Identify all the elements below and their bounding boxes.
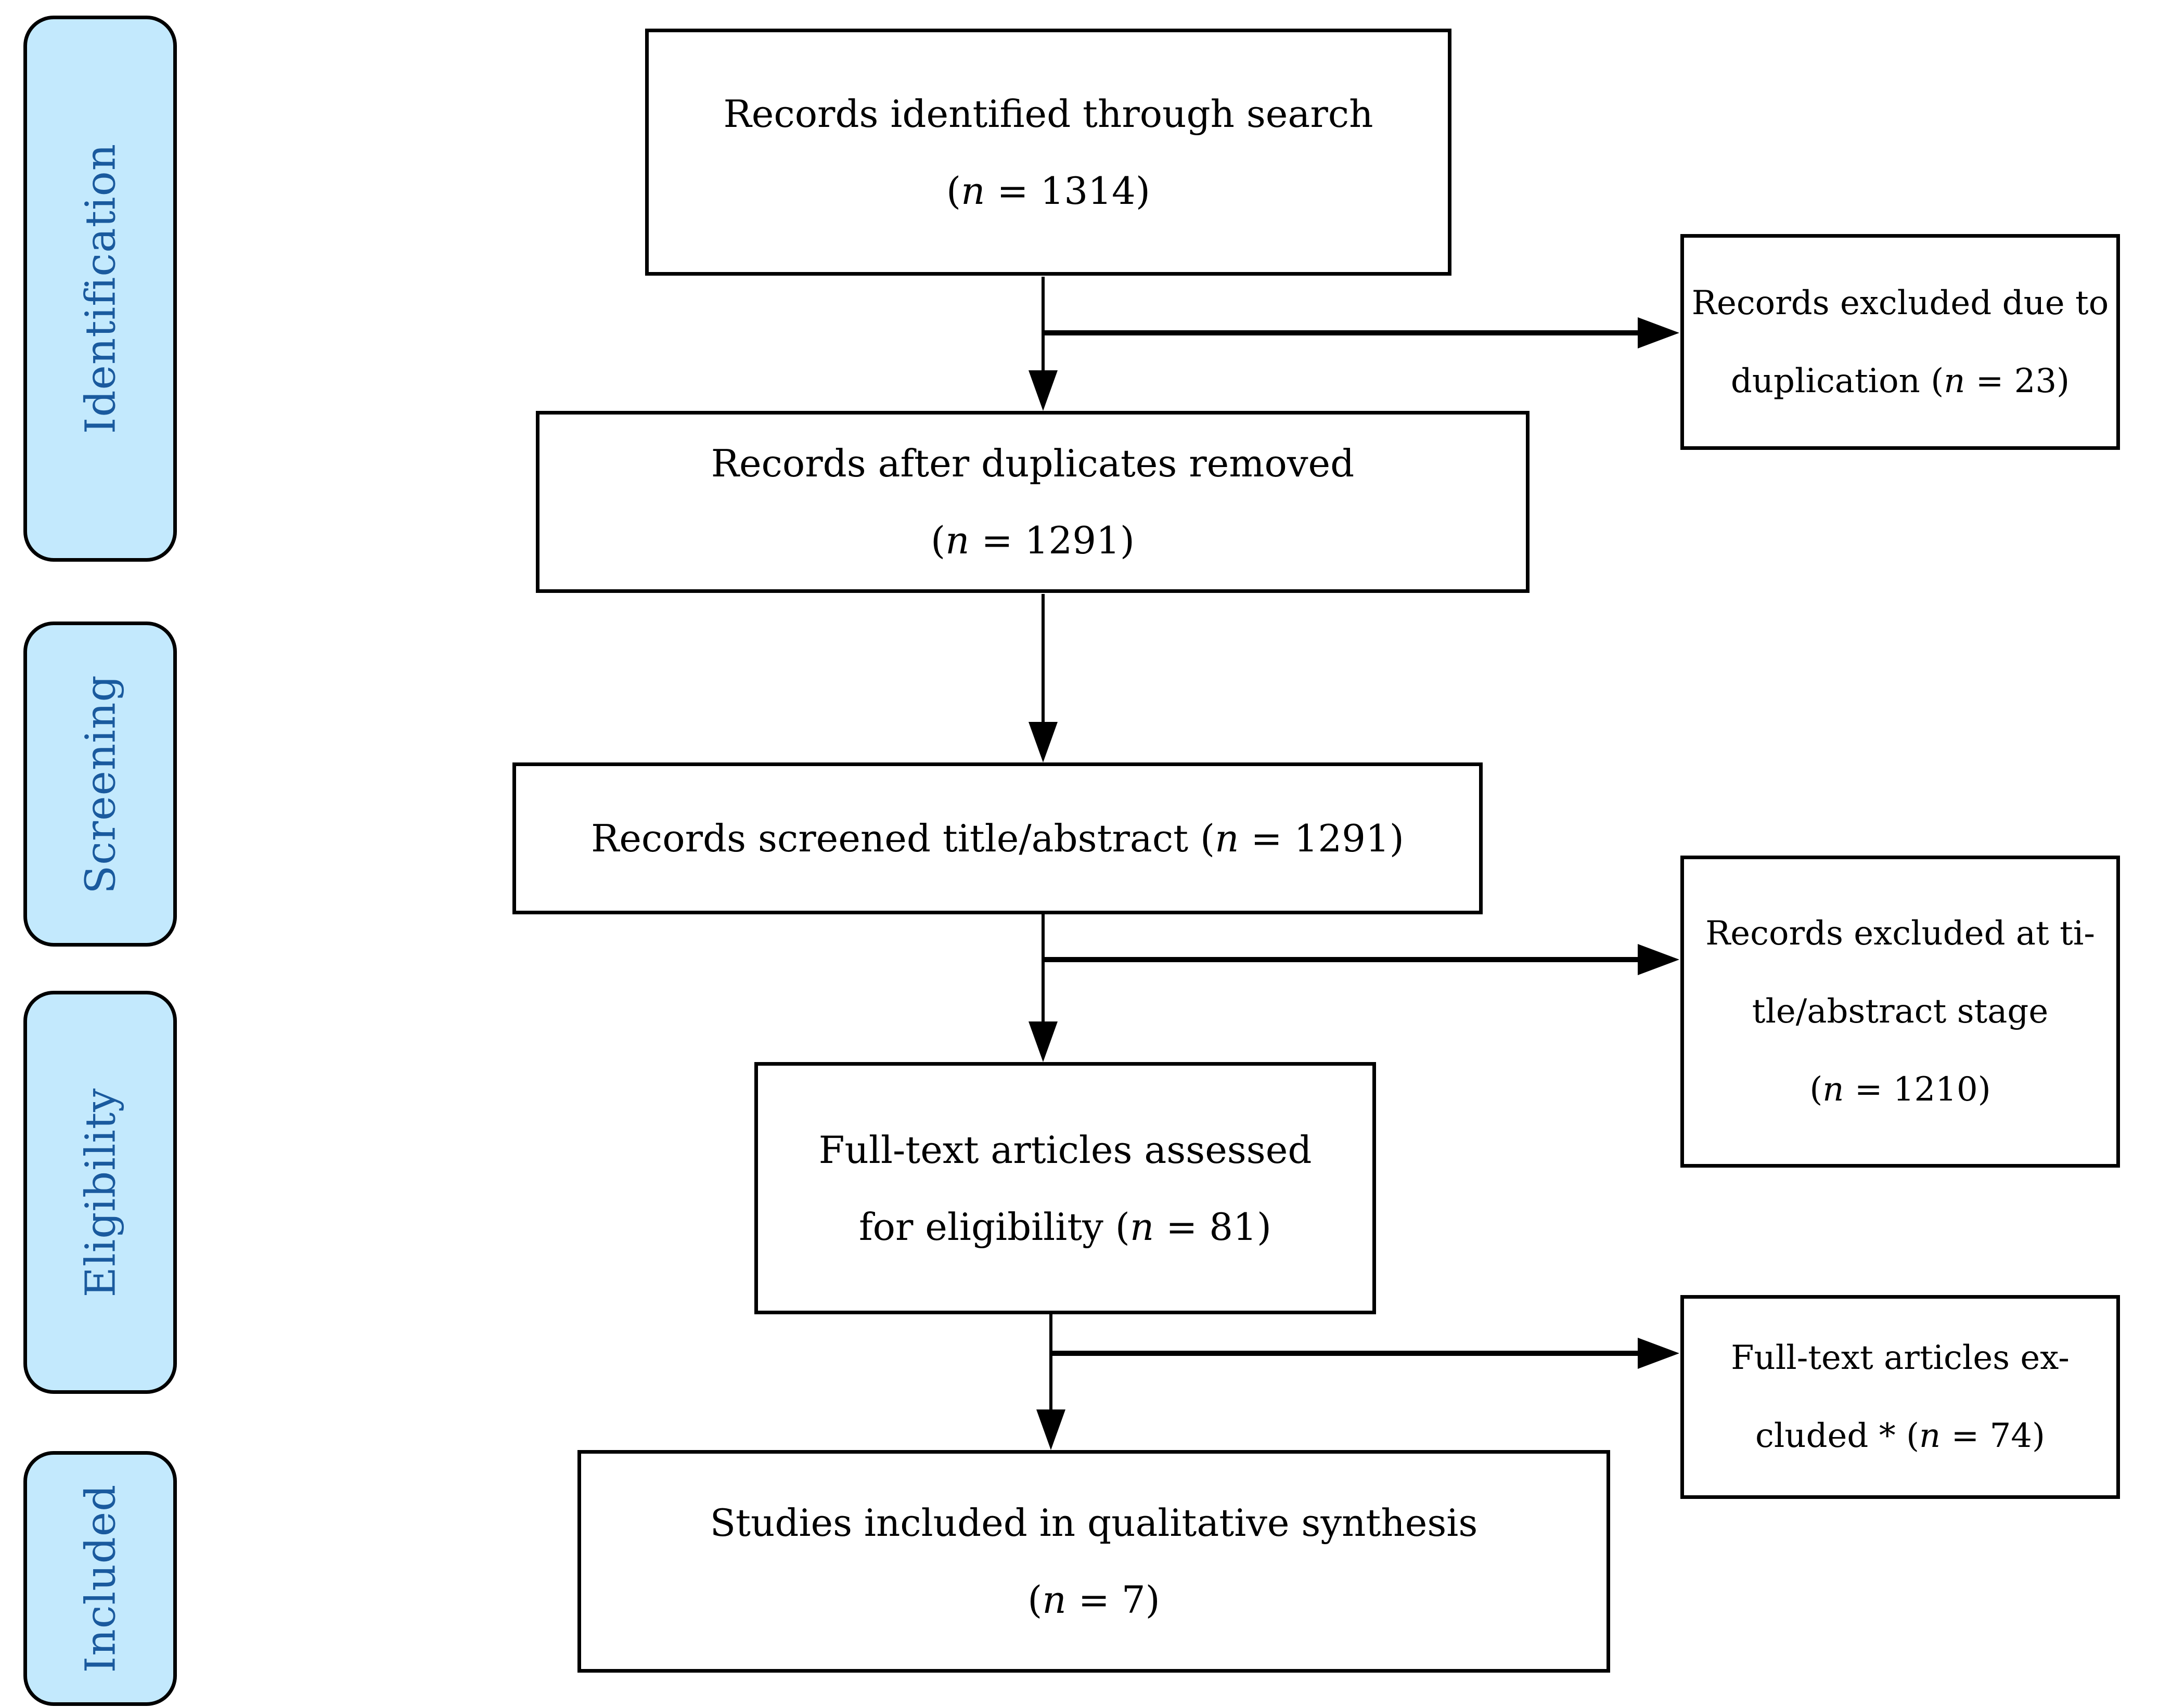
stage-eligibility: Eligibility: [23, 991, 177, 1394]
arrow-fulltext-to-included: [1036, 1314, 1065, 1450]
stage-eligibility-label: Eligibility: [76, 1088, 124, 1297]
box-records-after-duplicates: Records after duplicates removed(n = 129…: [536, 411, 1530, 593]
box-excluded-title-abstract: Records excluded at ti-tle/abstract stag…: [1680, 856, 2120, 1168]
arrow-deduplicated-to-screened: [1029, 594, 1058, 762]
box-excluded-fulltext: Full-text articles ex-cluded * (n = 74): [1680, 1295, 2120, 1499]
arrow-identified-to-deduplicated: [1029, 277, 1058, 411]
arrow-branch-excluded-duplication: [1045, 317, 1679, 348]
stage-screening-label: Screening: [76, 674, 124, 894]
arrow-branch-excluded-fulltext: [1052, 1338, 1679, 1369]
stage-identification-label: Identification: [76, 143, 124, 434]
arrow-branch-excluded-title-abstract: [1045, 944, 1679, 975]
box-records-screened: Records screened title/abstract (n = 129…: [512, 762, 1483, 914]
stage-identification: Identification: [23, 16, 177, 562]
box-records-identified: Records identified through search(n = 13…: [645, 29, 1451, 276]
arrow-screened-to-fulltext: [1029, 913, 1058, 1062]
stage-screening: Screening: [23, 622, 177, 947]
stage-included: Included: [23, 1451, 177, 1706]
stage-included-label: Included: [76, 1484, 124, 1673]
box-studies-included: Studies included in qualitative synthesi…: [577, 1450, 1610, 1673]
